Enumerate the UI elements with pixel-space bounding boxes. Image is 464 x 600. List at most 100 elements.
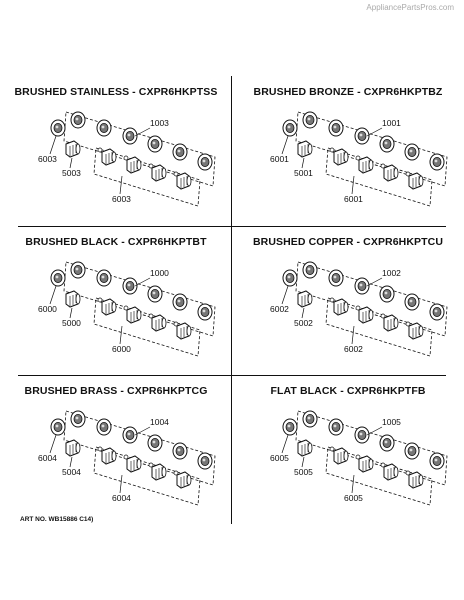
dial-knob-icon [122, 426, 138, 444]
knob-pin-icon [97, 446, 103, 452]
single-knob-leader-line [49, 285, 57, 305]
callout-label: 6001 [344, 194, 363, 204]
control-knob-icon [383, 314, 399, 332]
small-knob-leader-line [69, 307, 73, 319]
control-knob-icon [333, 148, 349, 166]
callout-label: 1001 [382, 118, 401, 128]
dial-kit-outline [63, 111, 216, 187]
knob-pin-icon [380, 462, 386, 468]
control-knob-icon [65, 140, 81, 158]
kit-leader-line [366, 426, 383, 436]
knob-pin-icon [329, 297, 335, 303]
knob-pin-icon [123, 155, 129, 161]
dial-knob-icon [354, 127, 370, 145]
callout-label: 5000 [62, 318, 81, 328]
control-knob-icon [151, 314, 167, 332]
dial-knob-icon [70, 410, 86, 428]
dial-knob-icon [429, 303, 445, 321]
dial-knob-icon [404, 442, 420, 460]
dial-knob-icon [282, 269, 298, 287]
callout-label: 1000 [150, 268, 169, 278]
control-knob-icon [126, 455, 142, 473]
watermark: AppliancePartsPros.com [366, 3, 454, 12]
control-knob-icon [408, 322, 424, 340]
kit-leader-line [134, 127, 151, 137]
control-knob-icon [176, 471, 192, 489]
dial-knob-icon [379, 285, 395, 303]
knob-pin-icon [405, 470, 411, 476]
dial-knob-icon [282, 418, 298, 436]
callout-label: 6002 [270, 304, 289, 314]
dial-knob-icon [197, 303, 213, 321]
dial-knob-icon [429, 153, 445, 171]
knob-pin-icon [355, 155, 361, 161]
callout-label: 1002 [382, 268, 401, 278]
dial-knob-icon [122, 127, 138, 145]
dial-knob-icon [172, 442, 188, 460]
control-knob-icon [176, 172, 192, 190]
knob-pin-icon [97, 297, 103, 303]
knob-pin-icon [405, 171, 411, 177]
callout-label: 5003 [62, 168, 81, 178]
knob-pin-icon [123, 454, 129, 460]
control-knob-icon [151, 463, 167, 481]
art-number: ART NO. WB15886 C14) [20, 516, 94, 523]
dial-kit-outline [63, 261, 216, 337]
knob-pin-icon [173, 321, 179, 327]
knob-pin-icon [355, 454, 361, 460]
dial-knob-icon [328, 119, 344, 137]
small-knob-leader-line [69, 157, 73, 169]
dial-knob-icon [147, 135, 163, 153]
callout-label: 5002 [294, 318, 313, 328]
single-knob-leader-line [281, 285, 289, 305]
dial-knob-icon [172, 143, 188, 161]
single-knob-leader-line [49, 434, 57, 454]
dial-knob-icon [50, 119, 66, 137]
dial-knob-icon [404, 293, 420, 311]
control-knob-icon [126, 156, 142, 174]
control-knob-icon [151, 164, 167, 182]
dial-kit-outline [63, 410, 216, 486]
dial-knob-icon [50, 418, 66, 436]
control-knob-icon [297, 140, 313, 158]
knob-row-leader-line [119, 474, 123, 494]
control-knob-icon [126, 306, 142, 324]
callout-label: 5005 [294, 467, 313, 477]
control-knob-icon [101, 447, 117, 465]
dial-knob-icon [70, 111, 86, 129]
small-knob-leader-line [301, 307, 305, 319]
dial-knob-icon [404, 143, 420, 161]
dial-knob-icon [122, 277, 138, 295]
callout-label: 1003 [150, 118, 169, 128]
dial-knob-icon [96, 269, 112, 287]
knob-row-leader-line [119, 325, 123, 345]
knob-row-leader-line [119, 175, 123, 195]
dial-knob-icon [354, 426, 370, 444]
callout-label: 1004 [150, 417, 169, 427]
dial-kit-outline [295, 111, 448, 187]
dial-knob-icon [147, 434, 163, 452]
callout-label: 5001 [294, 168, 313, 178]
small-knob-leader-line [69, 456, 73, 468]
knob-pin-icon [97, 147, 103, 153]
dial-knob-icon [147, 285, 163, 303]
dial-knob-icon [197, 452, 213, 470]
horizontal-divider-1 [18, 226, 446, 227]
panel-title: BRUSHED STAINLESS - CXPR6HKPTSS [14, 86, 218, 98]
callout-label: 5004 [62, 467, 81, 477]
kit-leader-line [366, 277, 383, 287]
knob-pin-icon [380, 313, 386, 319]
knob-pin-icon [148, 313, 154, 319]
callout-label: 6004 [112, 493, 131, 503]
single-knob-leader-line [281, 135, 289, 155]
dial-knob-icon [197, 153, 213, 171]
